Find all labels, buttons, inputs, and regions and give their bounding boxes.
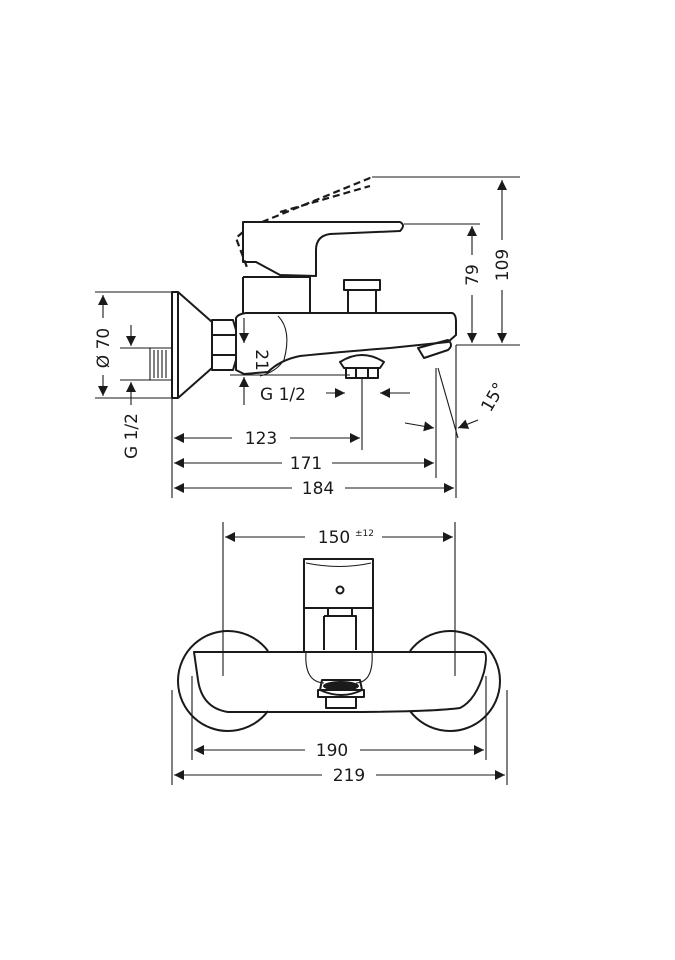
extension-lines-bottom xyxy=(171,345,457,498)
dim-219-label: 219 xyxy=(333,766,365,786)
cartridge-front xyxy=(303,608,374,652)
dim-171-label: 171 xyxy=(290,454,322,474)
body-curve xyxy=(259,315,288,377)
diverter-knob xyxy=(343,279,381,312)
inlet-pipe xyxy=(149,347,173,381)
angle-arrow-right xyxy=(457,419,479,429)
spout-curve xyxy=(305,651,373,684)
side-view: 109 79 Ø 70 G 1/2 21 G 1/2 15° 123 171 1… xyxy=(94,176,520,499)
handle-bevel xyxy=(305,562,372,568)
outlet-nut xyxy=(339,354,385,379)
lever-handle xyxy=(242,221,404,277)
dim-123-label: 123 xyxy=(245,429,277,449)
dim-outlet-thread-label: G 1/2 xyxy=(260,385,306,405)
extension-lines xyxy=(95,176,520,399)
cartridge xyxy=(242,276,311,313)
hex-nut xyxy=(211,319,237,371)
dim-190-label: 190 xyxy=(316,741,348,761)
dim-150-tolerance: ±12 xyxy=(355,529,374,539)
dim-angle-label: 15° xyxy=(477,379,509,415)
lever-raised-outline xyxy=(234,176,372,271)
front-extension-lines xyxy=(171,522,508,785)
right-wall-rosette xyxy=(409,630,501,732)
angle-arrow-left xyxy=(404,421,435,432)
dim-21-label: 21 xyxy=(251,349,271,371)
dim-184-label: 184 xyxy=(302,479,334,499)
mixer-body-front xyxy=(193,651,487,713)
spout-tip xyxy=(417,339,452,359)
front-view: 150 ±12 190 219 xyxy=(171,522,508,786)
dim-79-label: 79 xyxy=(463,264,483,286)
angle-line xyxy=(437,367,459,439)
dim-inlet-thread-label: G 1/2 xyxy=(122,413,142,459)
wall-flange xyxy=(171,291,213,399)
dim-150-label: 150 xyxy=(318,528,350,548)
aerator-mesh xyxy=(323,681,359,691)
dim-diameter-label: Ø 70 xyxy=(94,328,114,368)
left-wall-rosette xyxy=(177,630,269,732)
dim-109-label: 109 xyxy=(493,249,513,281)
mixer-body xyxy=(235,312,457,375)
handle-indicator xyxy=(335,585,345,595)
